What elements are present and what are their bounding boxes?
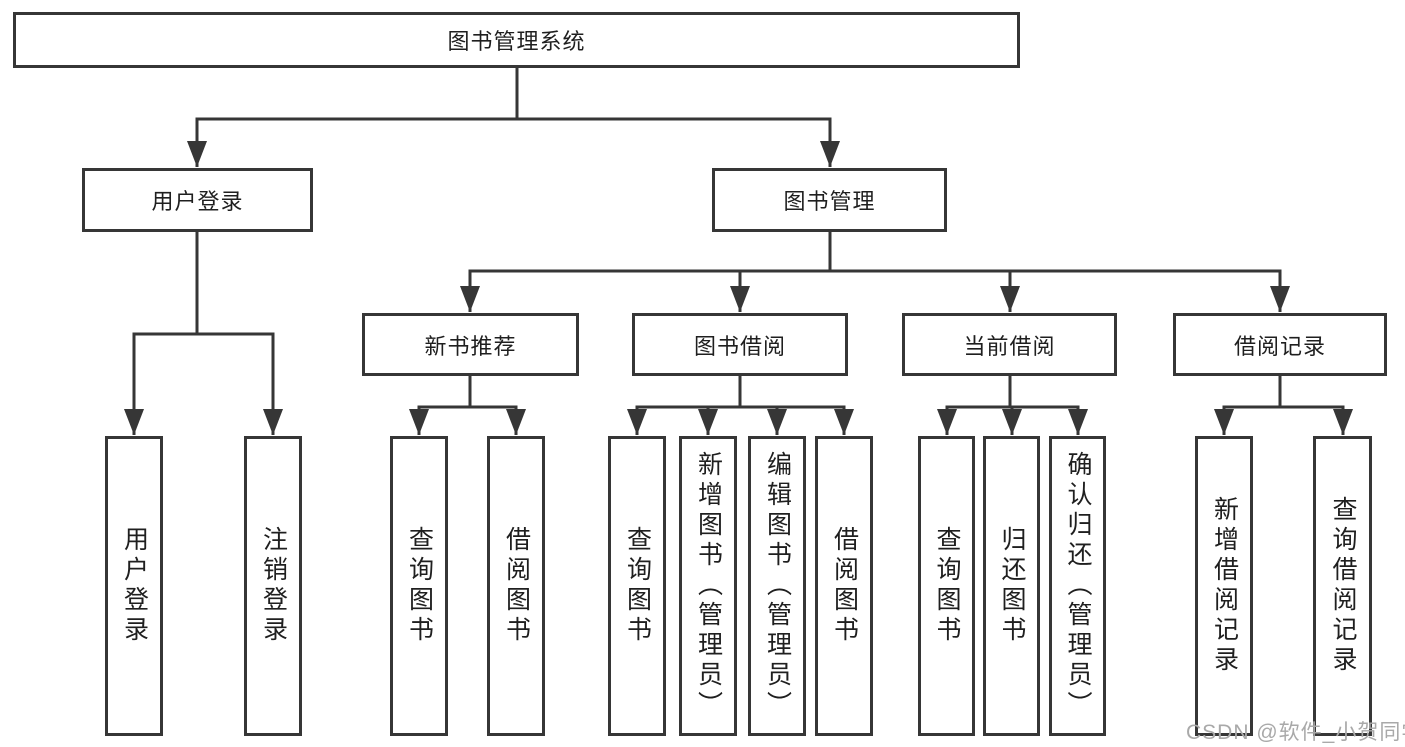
leaf-confirm-return-admin: 确认归还（管理员）: [1049, 436, 1106, 736]
leaf-add-book-admin: 新增图书（管理员）: [679, 436, 737, 736]
leaf-return-books-label: 归还图书: [998, 526, 1026, 646]
leaf-borrow-books-recommend-label: 借阅图书: [502, 526, 531, 646]
node-new-book-recommendation-label: 新书推荐: [424, 333, 517, 359]
leaf-add-borrow-record-label: 新增借阅记录: [1210, 496, 1239, 676]
leaf-query-borrow-record-label: 查询借阅记录: [1329, 496, 1357, 676]
node-current-borrowing: 当前借阅: [902, 313, 1117, 376]
node-library-system-label: 图书管理系统: [447, 29, 586, 54]
node-book-borrowing: 图书借阅: [632, 313, 848, 376]
leaf-borrow-books-borrowing-label: 借阅图书: [830, 526, 859, 646]
leaf-edit-book-admin: 编辑图书（管理员）: [748, 436, 806, 736]
node-user-login: 用户登录: [82, 168, 313, 232]
node-new-book-recommendation: 新书推荐: [362, 313, 579, 376]
leaf-query-books-recommend: 查询图书: [390, 436, 448, 736]
leaf-add-book-admin-label: 新增图书（管理员）: [694, 451, 723, 721]
node-borrowing-records-label: 借阅记录: [1233, 333, 1326, 359]
leaf-borrow-books-borrowing: 借阅图书: [815, 436, 873, 736]
leaf-query-books-borrowing-label: 查询图书: [623, 526, 652, 646]
watermark: CSDN @软件_小贺同学: [1186, 721, 1405, 744]
node-book-management-label: 图书管理: [783, 189, 876, 214]
leaf-query-borrow-record: 查询借阅记录: [1313, 436, 1372, 736]
leaf-query-books-borrowing: 查询图书: [608, 436, 666, 736]
leaf-confirm-return-admin-label: 确认归还（管理员）: [1064, 451, 1092, 721]
leaf-user-login-label: 用户登录: [120, 526, 149, 646]
node-borrowing-records: 借阅记录: [1173, 313, 1387, 376]
leaf-query-books-current-label: 查询图书: [933, 526, 961, 646]
node-current-borrowing-label: 当前借阅: [963, 333, 1056, 359]
leaf-return-books: 归还图书: [983, 436, 1040, 736]
leaf-edit-book-admin-label: 编辑图书（管理员）: [763, 451, 792, 721]
leaf-user-login: 用户登录: [105, 436, 163, 736]
leaf-query-books-current: 查询图书: [918, 436, 975, 736]
node-library-system: 图书管理系统: [13, 12, 1020, 68]
node-user-login-label: 用户登录: [151, 189, 244, 214]
leaf-borrow-books-recommend: 借阅图书: [487, 436, 545, 736]
node-book-borrowing-label: 图书借阅: [693, 333, 786, 359]
leaf-add-borrow-record: 新增借阅记录: [1195, 436, 1253, 736]
leaf-logout: 注销登录: [244, 436, 302, 736]
node-book-management: 图书管理: [712, 168, 947, 232]
leaf-logout-label: 注销登录: [259, 526, 288, 646]
leaf-query-books-recommend-label: 查询图书: [405, 526, 434, 646]
